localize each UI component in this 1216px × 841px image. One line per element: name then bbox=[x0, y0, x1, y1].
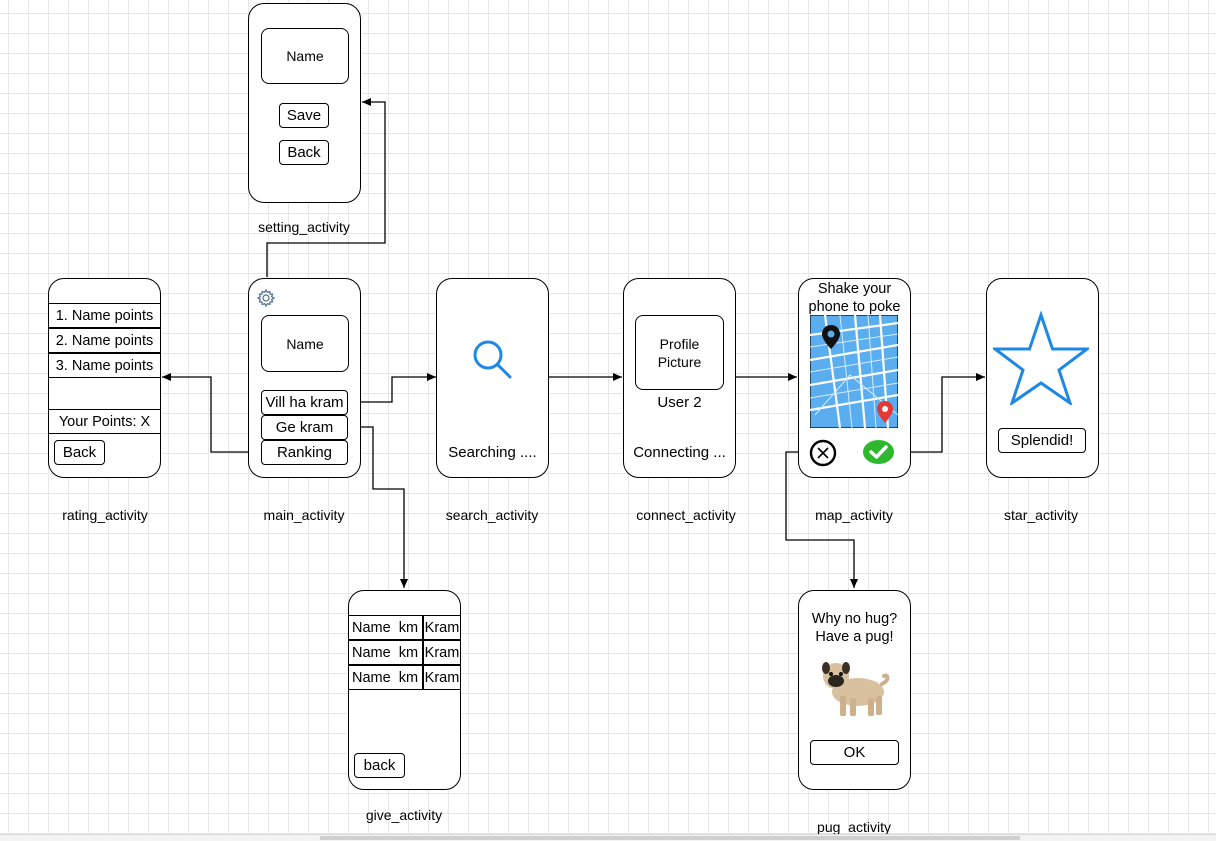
vill-ha-kram-button[interactable]: Vill ha kram bbox=[261, 390, 348, 415]
rating-back-button[interactable]: Back bbox=[54, 440, 105, 465]
give-row-1-name-text: Name bbox=[352, 619, 391, 636]
give-row-2-name: Name km bbox=[348, 640, 423, 665]
edge-ge-to-give bbox=[348, 426, 408, 588]
give-row-1-kram[interactable]: Kram bbox=[423, 615, 461, 640]
give-row-1-km: km bbox=[398, 619, 419, 636]
pug-activity-label: pug_activity bbox=[817, 819, 891, 835]
rating-row-1: 1. Name points bbox=[48, 303, 161, 328]
profile-picture-box: Profile Picture bbox=[635, 315, 724, 390]
main-name-box: Name bbox=[261, 315, 349, 372]
search-status: Searching .... bbox=[448, 444, 537, 461]
star-activity-label: star_activity bbox=[1004, 507, 1078, 523]
pug-message: Why no hug? Have a pug! bbox=[811, 611, 898, 645]
search-activity-frame bbox=[436, 278, 549, 478]
map-image bbox=[809, 314, 899, 429]
main-activity-label: main_activity bbox=[263, 507, 345, 523]
give-row-3-kram[interactable]: Kram bbox=[423, 665, 461, 690]
pug-image bbox=[818, 658, 892, 720]
give-row-1-name: Name km bbox=[348, 615, 423, 640]
setting-name-box: Name bbox=[261, 28, 349, 84]
rating-activity-label: rating_activity bbox=[62, 507, 148, 523]
give-row-3-name: Name km bbox=[348, 665, 423, 690]
connect-activity-label: connect_activity bbox=[636, 507, 736, 523]
horizontal-scrollbar[interactable] bbox=[0, 834, 1216, 841]
map-prompt: Shake your phone to poke bbox=[808, 281, 901, 315]
give-row-3-km: km bbox=[398, 669, 419, 686]
rating-row-2: 2. Name points bbox=[48, 328, 161, 353]
give-row-2-km: km bbox=[398, 644, 419, 661]
search-icon bbox=[469, 336, 515, 382]
rating-spacer-row bbox=[48, 377, 161, 410]
map-activity-label: map_activity bbox=[815, 507, 893, 523]
give-back-button[interactable]: back bbox=[354, 753, 405, 778]
edge-main-to-setting bbox=[266, 98, 386, 277]
setting-activity-label: setting_activity bbox=[258, 219, 350, 235]
rating-row-3: 3. Name points bbox=[48, 353, 161, 378]
ranking-button[interactable]: Ranking bbox=[261, 440, 348, 465]
give-activity-label: give_activity bbox=[365, 807, 443, 823]
setting-save-button[interactable]: Save bbox=[279, 103, 329, 128]
give-row-3-name-text: Name bbox=[352, 669, 391, 686]
ge-kram-button[interactable]: Ge kram bbox=[261, 415, 348, 440]
edge-ranking-to-rating bbox=[162, 373, 261, 453]
search-activity-label: search_activity bbox=[445, 507, 539, 523]
edge-reject-to-pug bbox=[785, 451, 858, 588]
pug-ok-button[interactable]: OK bbox=[810, 740, 899, 765]
splendid-button[interactable]: Splendid! bbox=[998, 428, 1086, 453]
star-icon bbox=[990, 310, 1092, 407]
close-circle-icon[interactable] bbox=[809, 439, 837, 467]
give-row-2-kram[interactable]: Kram bbox=[423, 640, 461, 665]
give-row-2-name-text: Name bbox=[352, 644, 391, 661]
check-circle-icon[interactable] bbox=[862, 438, 895, 466]
connect-status: Connecting ... bbox=[633, 444, 726, 461]
scrollbar-thumb[interactable] bbox=[320, 836, 1020, 840]
gear-icon[interactable] bbox=[256, 288, 276, 308]
edge-vill-to-search bbox=[348, 373, 436, 403]
setting-back-button[interactable]: Back bbox=[279, 140, 329, 165]
edge-accept-to-star bbox=[897, 373, 985, 453]
rating-your-points: Your Points: X bbox=[48, 409, 161, 434]
connect-user-name: User 2 bbox=[657, 394, 702, 411]
